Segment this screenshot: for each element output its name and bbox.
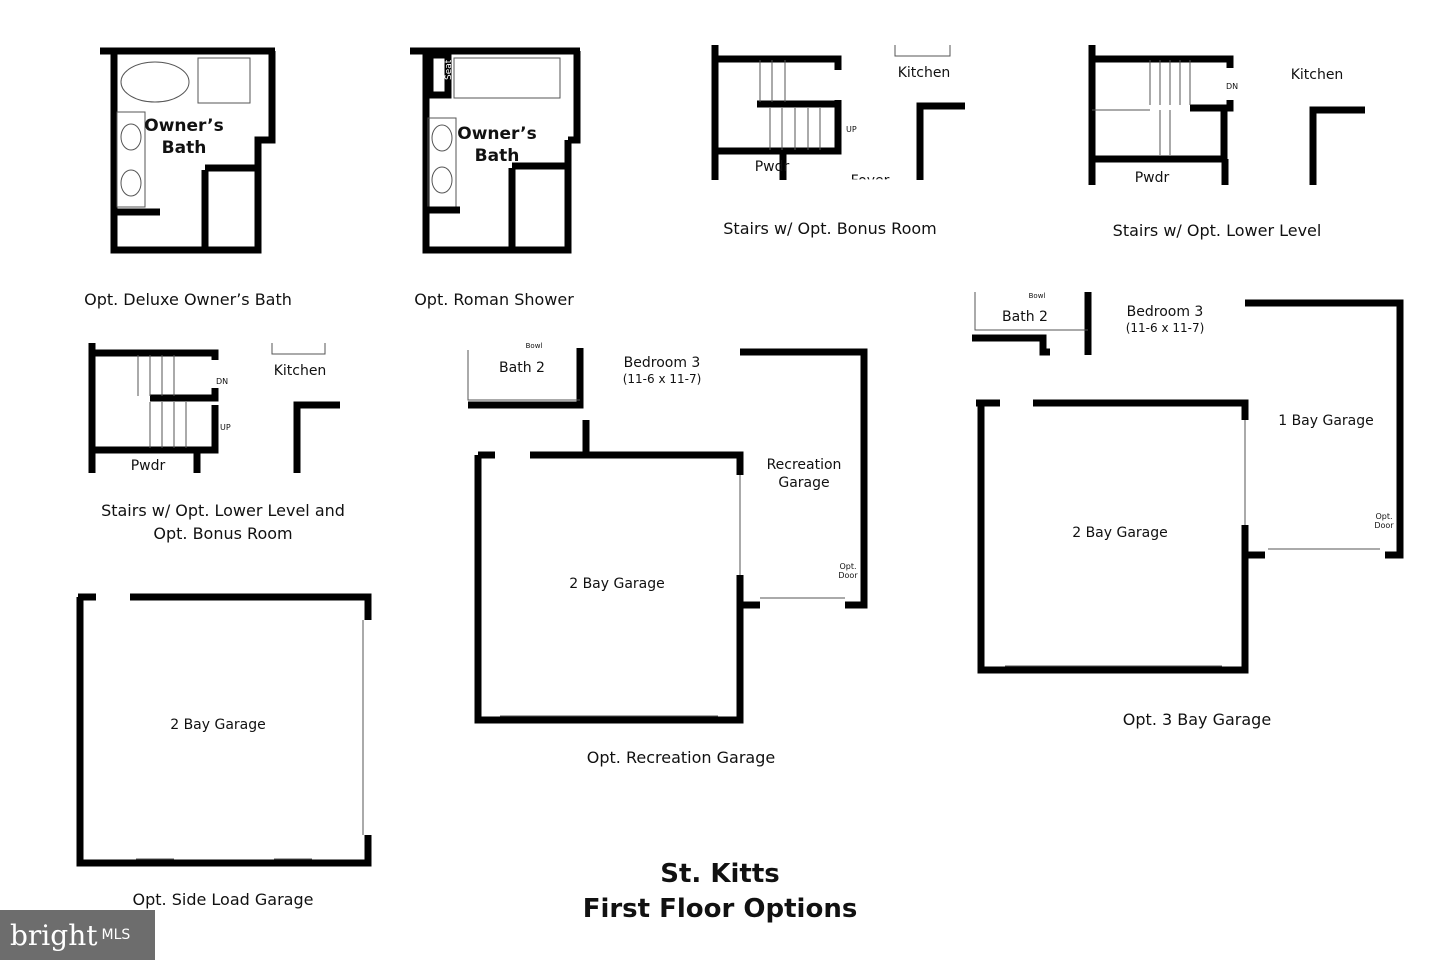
plan-side-load-garage: 2 Bay Garage Opt. Side Load Garage	[76, 593, 372, 909]
up-label: UP	[220, 423, 231, 432]
up-label: UP	[846, 125, 857, 134]
plan-caption: Stairs w/ Opt. Lower Level	[1113, 221, 1322, 240]
bedroom-dimensions: (11-6 x 11-7)	[1126, 321, 1205, 335]
bedroom-dimensions: (11-6 x 11-7)	[623, 372, 702, 386]
rec-garage-label: Garage	[778, 475, 829, 491]
bowl-label: Bowl	[1029, 292, 1046, 300]
bedroom-label: Bedroom 3	[1127, 304, 1204, 320]
room-label: Owner’s	[144, 116, 223, 136]
plan-caption: Opt. Recreation Garage	[587, 748, 775, 767]
bath-label: Bath 2	[499, 360, 545, 376]
rec-garage-label: Recreation	[767, 457, 842, 473]
plan-caption: Opt. Deluxe Owner’s Bath	[84, 290, 292, 309]
bright-mls-watermark: bright MLS	[0, 910, 155, 960]
page-title: St. Kitts	[660, 859, 779, 889]
garage-label: 1 Bay Garage	[1278, 413, 1374, 429]
plan-deluxe-owners-bath: Owner’s Bath Opt. Deluxe Owner’s Bath	[84, 47, 292, 309]
plan-caption: Opt. 3 Bay Garage	[1123, 710, 1271, 729]
room-label: Bath	[475, 146, 520, 166]
opt-door-label: Opt.	[839, 562, 856, 571]
opt-door-label: Door	[838, 571, 858, 580]
plan-stairs-lower-level: Kitchen Pwdr DN Stairs w/ Opt. Lower Lev…	[1088, 45, 1365, 240]
seat-label: Seat	[444, 59, 454, 80]
bath-label: Bath 2	[1002, 309, 1048, 325]
plan-3-bay-garage: Bath 2 Bowl Bedroom 3 (11-6 x 11-7) 2 Ba…	[972, 292, 1404, 729]
dn-label: DN	[216, 377, 228, 386]
plan-recreation-garage: Bath 2 Bowl Bedroom 3 (11-6 x 11-7) 2 Ba…	[467, 342, 868, 767]
room-label: Bath	[162, 138, 207, 158]
foyer-label: Foyer	[851, 173, 890, 189]
garage-label: 2 Bay Garage	[170, 717, 266, 733]
kitchen-label: Kitchen	[1291, 67, 1344, 83]
watermark-brand: bright	[10, 918, 98, 952]
plan-caption: Opt. Roman Shower	[414, 290, 574, 309]
plan-stairs-lower-and-bonus: Kitchen Pwdr DN UP Stairs w/ Opt. Lower …	[88, 343, 345, 543]
plan-caption: Opt. Side Load Garage	[133, 890, 314, 909]
bedroom-label: Bedroom 3	[624, 355, 701, 371]
opt-door-label: Door	[1374, 521, 1394, 530]
opt-door-label: Opt.	[1375, 512, 1392, 521]
page-subtitle: First Floor Options	[583, 894, 858, 924]
plan-stairs-bonus-room: Kitchen Pwdr Foyer UP Stairs w/ Opt. Bon…	[711, 45, 965, 238]
garage-label: 2 Bay Garage	[569, 576, 665, 592]
room-label: Owner’s	[457, 124, 536, 144]
pwdr-label: Pwdr	[131, 458, 166, 474]
kitchen-label: Kitchen	[274, 363, 327, 379]
pwdr-label: Pwdr	[1135, 170, 1170, 186]
dn-label: DN	[1226, 82, 1238, 91]
watermark-suffix: MLS	[101, 927, 131, 943]
plan-caption: Stairs w/ Opt. Bonus Room	[723, 219, 936, 238]
garage-label: 2 Bay Garage	[1072, 525, 1168, 541]
plan-caption: Opt. Bonus Room	[153, 524, 292, 543]
kitchen-label: Kitchen	[898, 65, 951, 81]
bowl-label: Bowl	[526, 342, 543, 350]
plan-roman-shower: Seat Owner’s Bath Opt. Roman Shower	[410, 47, 581, 309]
plan-caption: Stairs w/ Opt. Lower Level and	[101, 501, 345, 520]
pwdr-label: Pwdr	[755, 159, 790, 175]
